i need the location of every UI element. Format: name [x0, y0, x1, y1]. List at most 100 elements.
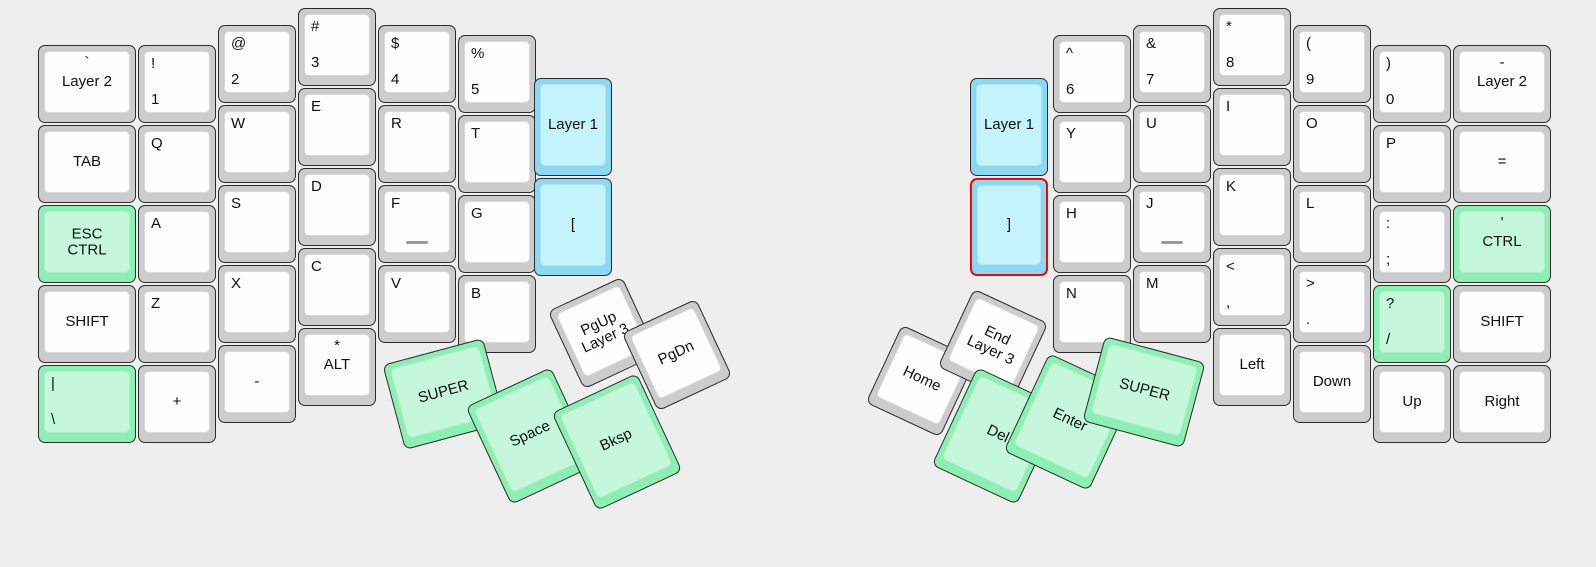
key-f[interactable]: F — [378, 185, 456, 263]
key-k[interactable]: K — [1213, 168, 1291, 246]
key-u[interactable]: U — [1133, 105, 1211, 183]
key-legend: ! — [151, 55, 156, 72]
key-r[interactable]: R — [378, 105, 456, 183]
key-legend: 8 — [1226, 54, 1235, 72]
key-a[interactable]: A — [138, 205, 216, 283]
key-legend: P — [1386, 135, 1397, 152]
key-h[interactable]: H — [1053, 195, 1131, 273]
key-right[interactable]: Right — [1453, 365, 1551, 443]
key-layer1-right[interactable]: Layer 1 — [970, 78, 1048, 176]
key-cap: :; — [1379, 211, 1445, 273]
key-legend: * — [1226, 18, 1232, 35]
key-0[interactable]: )0 — [1373, 45, 1451, 123]
key-p[interactable]: P — [1373, 125, 1451, 203]
key-period[interactable]: >. — [1293, 265, 1371, 343]
key-i[interactable]: I — [1213, 88, 1291, 166]
key-t[interactable]: T — [458, 115, 536, 193]
key-9[interactable]: (9 — [1293, 25, 1371, 103]
key-b[interactable]: B — [458, 275, 536, 353]
key-legend: 9 — [1306, 71, 1315, 89]
key-e[interactable]: E — [298, 88, 376, 166]
key-q[interactable]: Q — [138, 125, 216, 203]
key-cap: P — [1379, 131, 1445, 193]
key-legend: > — [1306, 275, 1315, 292]
key-legend: C — [311, 258, 322, 275]
key-d[interactable]: D — [298, 168, 376, 246]
key-cap: !1 — [144, 51, 210, 113]
key-cap: <, — [1219, 254, 1285, 316]
key-z[interactable]: Z — [138, 285, 216, 363]
key-cap: * ALT — [304, 334, 370, 396]
key-c[interactable]: C — [298, 248, 376, 326]
key-cap: Q — [144, 131, 210, 193]
key-bracket-right[interactable]: ] — [970, 178, 1048, 276]
key-8[interactable]: *8 — [1213, 8, 1291, 86]
key-comma[interactable]: <, — [1213, 248, 1291, 326]
key-3[interactable]: #3 — [298, 8, 376, 86]
key-cap: H — [1059, 201, 1125, 263]
key-2[interactable]: @2 — [218, 25, 296, 103]
key-m[interactable]: M — [1133, 265, 1211, 343]
key-semicolon[interactable]: :; — [1373, 205, 1451, 283]
key-cap: SHIFT — [44, 291, 130, 353]
key-left[interactable]: Left — [1213, 328, 1291, 406]
key-legend: * — [334, 337, 340, 354]
key-7[interactable]: &7 — [1133, 25, 1211, 103]
key-w[interactable]: W — [218, 105, 296, 183]
key-cap: Z — [144, 291, 210, 353]
key-legend: 4 — [391, 71, 400, 89]
key-legend: $ — [391, 35, 400, 52]
key-minus-layer2[interactable]: -Layer 2 — [1453, 45, 1551, 123]
key-cap: SHIFT — [1459, 291, 1545, 353]
key-v[interactable]: V — [378, 265, 456, 343]
key-g[interactable]: G — [458, 195, 536, 273]
key-legend: N — [1066, 285, 1077, 302]
key-slash[interactable]: ?/ — [1373, 285, 1451, 363]
key-shift[interactable]: SHIFT — [38, 285, 136, 363]
key-legend: ALT — [323, 356, 351, 374]
key-esc-ctrl[interactable]: ESC CTRL — [38, 205, 136, 283]
key-legend: 3 — [311, 54, 320, 72]
key-legend: 6 — [1066, 81, 1075, 99]
key-legend: Layer 2 — [1476, 73, 1528, 91]
key-cap: %5 — [464, 41, 530, 103]
key-plus[interactable]: + — [138, 365, 216, 443]
key-cap: &7 — [1139, 31, 1205, 93]
key-bracket-left[interactable]: [ — [534, 178, 612, 276]
key-j[interactable]: J — [1133, 185, 1211, 263]
key-cap: + — [144, 371, 210, 433]
key-x[interactable]: X — [218, 265, 296, 343]
key-quote-ctrl[interactable]: 'CTRL — [1453, 205, 1551, 283]
key-o[interactable]: O — [1293, 105, 1371, 183]
key-cap: O — [1299, 111, 1365, 173]
key-cap: B — [464, 281, 530, 343]
key-5[interactable]: %5 — [458, 35, 536, 113]
key-alt[interactable]: * ALT — [298, 328, 376, 406]
key-equals[interactable]: = — [1453, 125, 1551, 203]
key-pipe-backslash[interactable]: |\ — [38, 365, 136, 443]
key-cap: T — [464, 121, 530, 183]
key-legend: # — [311, 18, 320, 35]
key-down[interactable]: Down — [1293, 345, 1371, 423]
key-layer2-grave[interactable]: `Layer 2 — [38, 45, 136, 123]
key-cap: = — [1459, 131, 1545, 193]
key-cap: R — [384, 111, 450, 173]
key-cap: K — [1219, 174, 1285, 236]
key-l[interactable]: L — [1293, 185, 1371, 263]
key-tab[interactable]: TAB — [38, 125, 136, 203]
key-cap: N — [1059, 281, 1125, 343]
key-cap: ^6 — [1059, 41, 1125, 103]
key-legend: A — [151, 215, 162, 232]
key-legend: V — [391, 275, 402, 292]
key-1[interactable]: !1 — [138, 45, 216, 123]
key-shift-right[interactable]: SHIFT — [1453, 285, 1551, 363]
key-y[interactable]: Y — [1053, 115, 1131, 193]
key-cap: >. — [1299, 271, 1365, 333]
key-legend: | — [51, 375, 55, 392]
key-s[interactable]: S — [218, 185, 296, 263]
key-6[interactable]: ^6 — [1053, 35, 1131, 113]
key-layer1[interactable]: Layer 1 — [534, 78, 612, 176]
key-up[interactable]: Up — [1373, 365, 1451, 443]
key-minus[interactable]: - — [218, 345, 296, 423]
key-4[interactable]: $4 — [378, 25, 456, 103]
